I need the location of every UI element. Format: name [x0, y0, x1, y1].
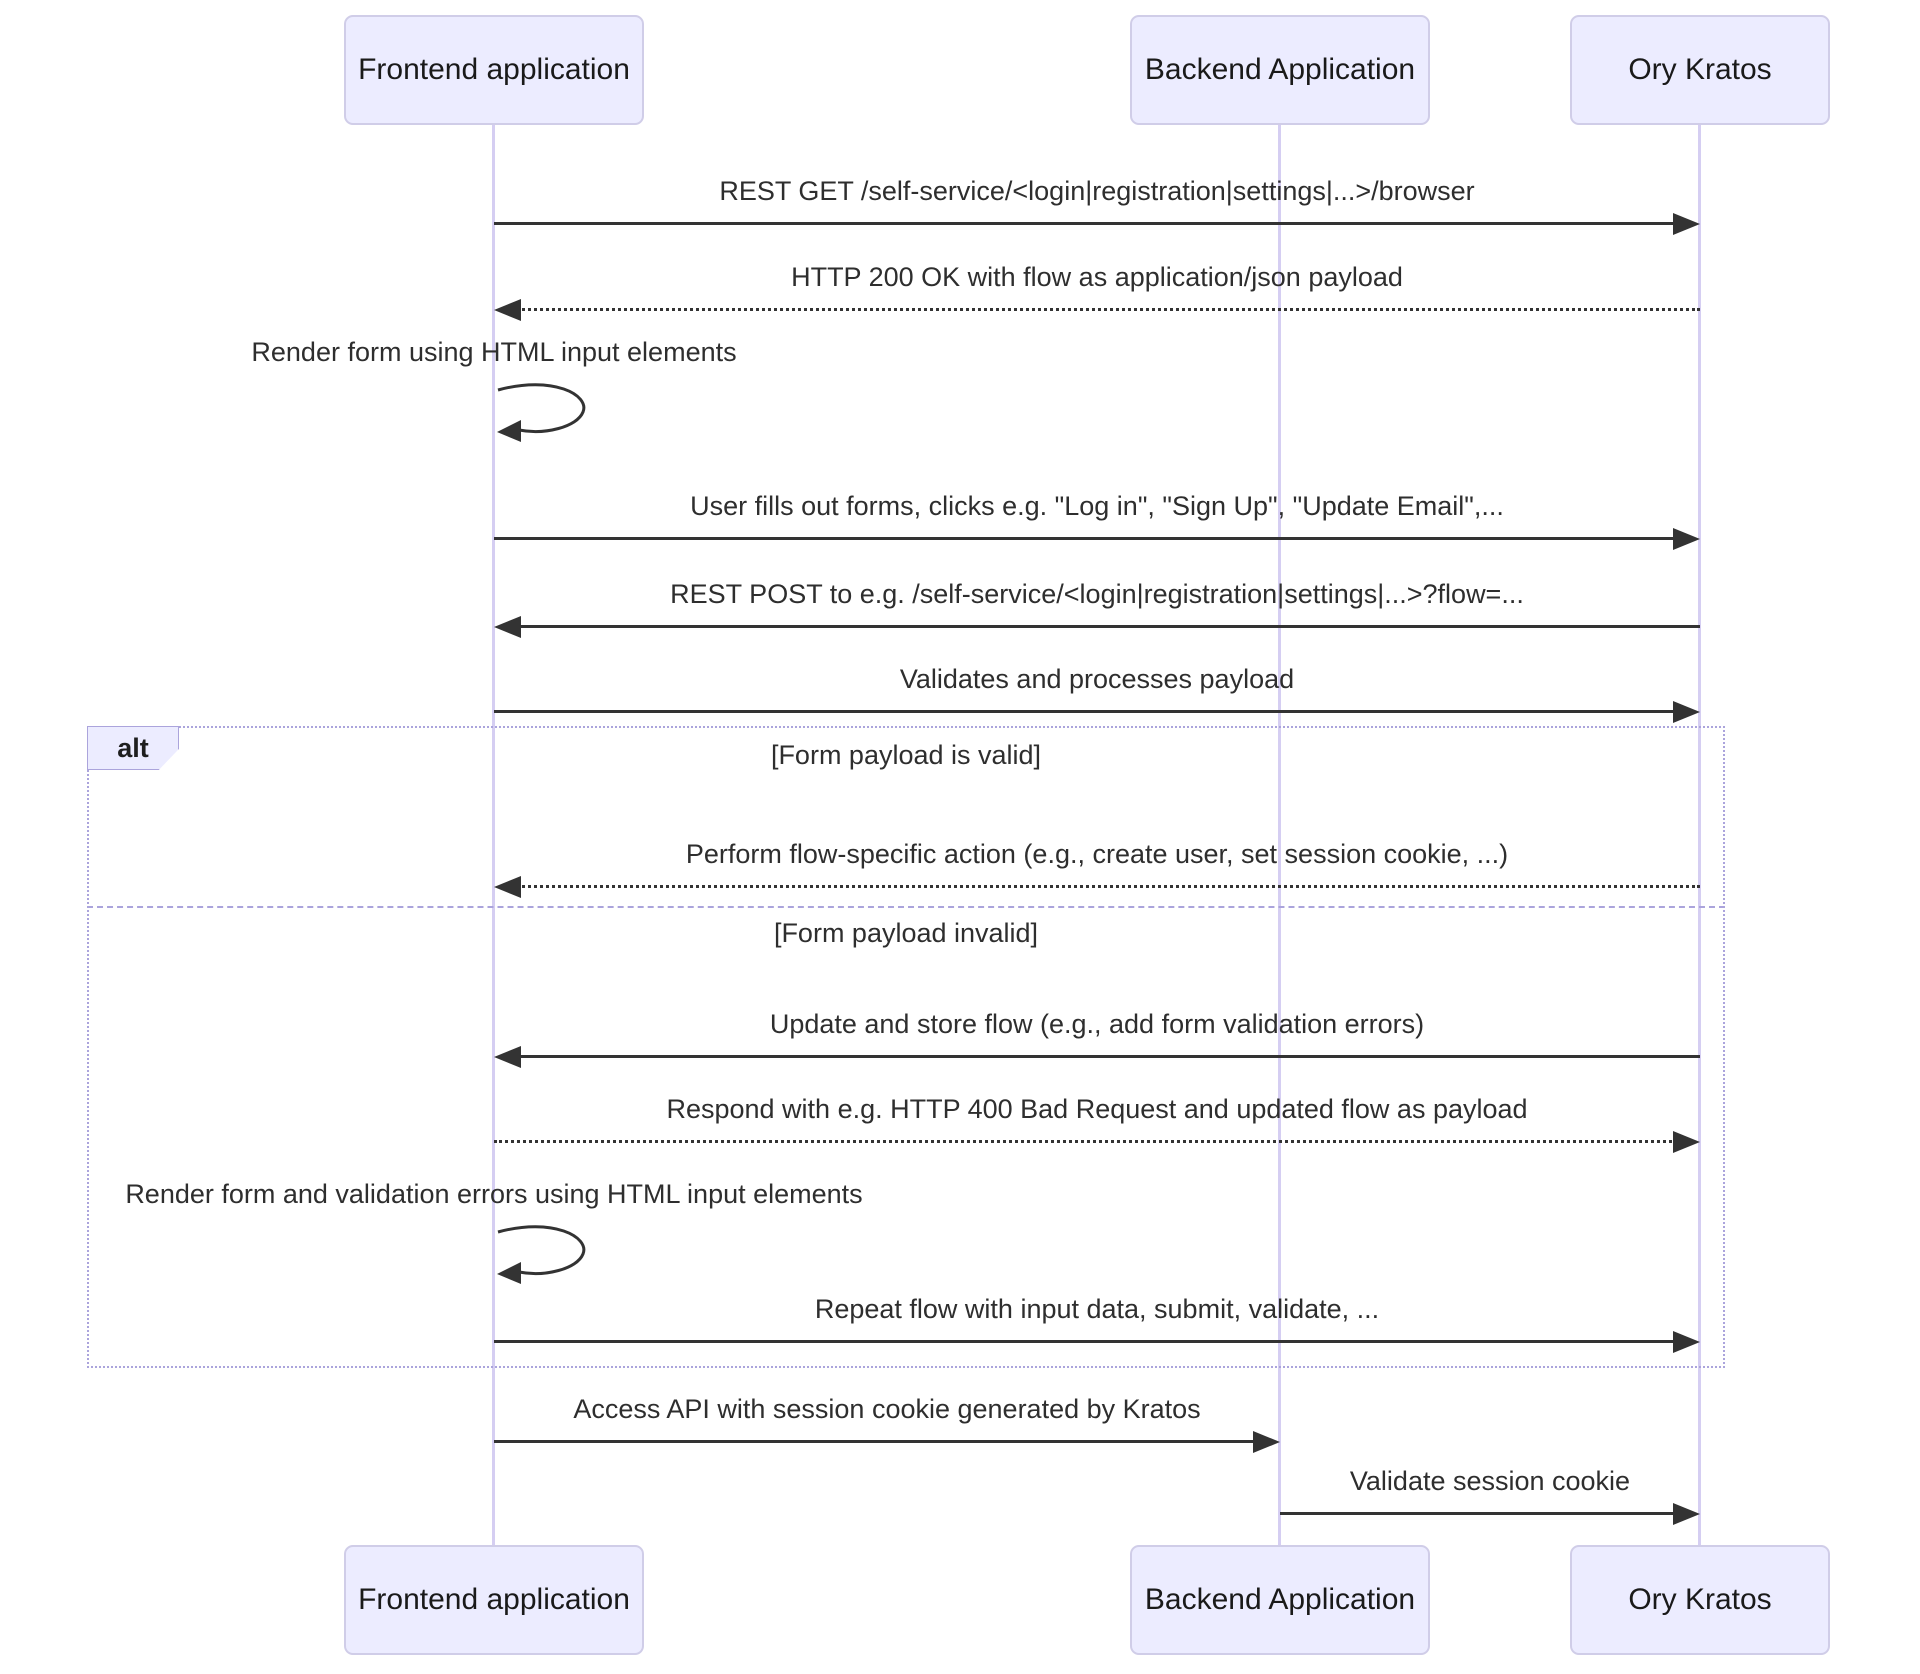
self-loop [495, 1224, 595, 1289]
actor-frontend-bottom: Frontend application [344, 1545, 644, 1655]
alt-guard-valid: [Form payload is valid] [770, 740, 1042, 770]
message-line [494, 710, 1677, 713]
lifeline-kratos [1698, 125, 1701, 1545]
message-text: Repeat flow with input data, submit, val… [814, 1294, 1380, 1324]
arrowhead-icon [1673, 1331, 1700, 1353]
message-line [494, 1440, 1257, 1443]
actor-kratos-top: Ory Kratos [1570, 15, 1830, 125]
arrowhead-icon [494, 876, 521, 898]
message-text: HTTP 200 OK with flow as application/jso… [791, 262, 1403, 292]
actor-backend-label: Backend Application [1144, 1583, 1416, 1616]
message-line [494, 222, 1677, 225]
self-loop [495, 382, 595, 447]
alt-guard-invalid: [Form payload invalid] [773, 918, 1039, 948]
message-text: REST POST to e.g. /self-service/<login|r… [670, 579, 1524, 609]
actor-frontend-top: Frontend application [344, 15, 644, 125]
actor-backend-bottom: Backend Application [1130, 1545, 1430, 1655]
alt-frame [87, 726, 1725, 1368]
message-text: REST GET /self-service/<login|registrati… [719, 176, 1475, 206]
message-line [494, 1340, 1677, 1343]
self-loop-arrow-icon [497, 383, 586, 442]
actor-backend-label: Backend Application [1144, 53, 1416, 86]
message-line [494, 537, 1677, 540]
alt-divider [87, 906, 1725, 908]
lifeline-backend [1278, 125, 1281, 1545]
message-text: Validates and processes payload [899, 664, 1295, 694]
actor-backend-top: Backend Application [1130, 15, 1430, 125]
arrowhead-icon [1253, 1431, 1280, 1453]
arrowhead-icon [494, 616, 521, 638]
message-line [517, 625, 1700, 628]
message-text: Validate session cookie [1349, 1466, 1631, 1496]
message-text: Perform flow-specific action (e.g., crea… [685, 839, 1509, 869]
alt-label: alt [87, 726, 179, 770]
self-loop-arrow-icon [497, 1225, 586, 1284]
arrowhead-icon [494, 299, 521, 321]
arrowhead-icon [1673, 701, 1700, 723]
self-message-text: Render form and validation errors using … [125, 1179, 863, 1209]
actor-frontend-label: Frontend application [358, 53, 630, 86]
message-line [1280, 1512, 1677, 1515]
actor-kratos-label: Ory Kratos [1628, 1583, 1772, 1616]
arrowhead-icon [1673, 1503, 1700, 1525]
actor-frontend-label: Frontend application [358, 1583, 630, 1616]
actor-kratos-bottom: Ory Kratos [1570, 1545, 1830, 1655]
message-text: Update and store flow (e.g., add form va… [769, 1009, 1425, 1039]
message-line [517, 1055, 1700, 1058]
arrowhead-icon [1673, 528, 1700, 550]
alt-label-text: alt [117, 732, 149, 763]
message-line [494, 1140, 1677, 1143]
arrowhead-icon [1673, 1131, 1700, 1153]
lifeline-frontend [492, 125, 495, 1545]
arrowhead-icon [494, 1046, 521, 1068]
message-line [517, 308, 1700, 311]
message-text: Access API with session cookie generated… [573, 1394, 1201, 1424]
arrowhead-icon [1673, 213, 1700, 235]
self-message-text: Render form using HTML input elements [251, 337, 737, 367]
message-text: User fills out forms, clicks e.g. "Log i… [690, 491, 1504, 521]
message-text: Respond with e.g. HTTP 400 Bad Request a… [666, 1094, 1528, 1124]
message-line [517, 885, 1700, 888]
actor-kratos-label: Ory Kratos [1628, 53, 1772, 86]
